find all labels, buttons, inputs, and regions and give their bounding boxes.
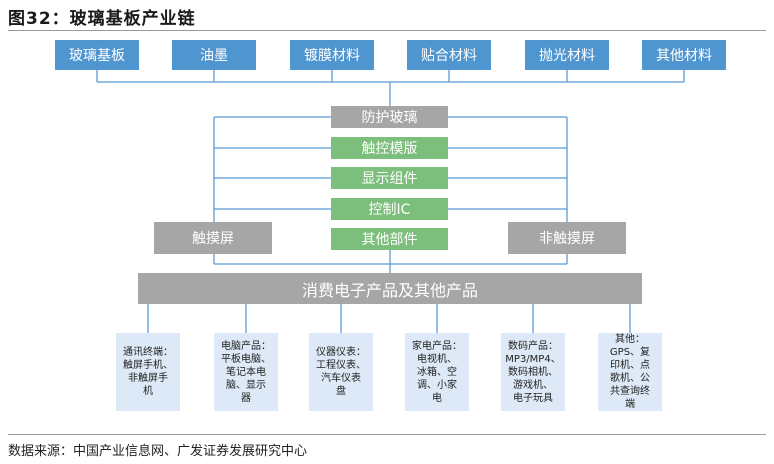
source-divider [8, 434, 766, 435]
product-computer: 电脑产品： 平板电脑、 笔记本电 脑、显示 器 [214, 333, 278, 411]
component-other-parts: 其他部件 [331, 228, 448, 250]
product-digital: 数码产品： MP3/MP4、 数码相机、 游戏机、 电子玩具 [501, 333, 565, 411]
material-bonding: 贴合材料 [407, 40, 491, 70]
title-divider [8, 30, 766, 31]
product-communication: 通讯终端： 触屏手机、 非触屏手 机 [116, 333, 180, 411]
component-protective-glass: 防护玻璃 [331, 106, 448, 128]
product-instruments: 仪器仪表： 工程仪表、 汽车仪表 盘 [309, 333, 373, 411]
material-polishing: 抛光材料 [525, 40, 609, 70]
component-touch-module: 触控模版 [331, 137, 448, 159]
material-coating: 镀膜材料 [290, 40, 374, 70]
component-control-ic: 控制IC [331, 198, 448, 220]
component-display: 显示组件 [331, 167, 448, 189]
product-other: 其他： GPS、复 印机、点 歌机、公 共查询终 端 [598, 333, 662, 411]
figure-source: 数据来源：中国产业信息网、广发证券发展研究中心 [8, 444, 308, 459]
touch-screen: 触摸屏 [154, 222, 272, 254]
product-appliances: 家电产品： 电视机、 冰箱、空 调、小家 电 [405, 333, 469, 411]
material-ink: 油墨 [172, 40, 256, 70]
material-other: 其他材料 [642, 40, 726, 70]
non-touch-screen: 非触摸屏 [508, 222, 626, 254]
figure-title: 图32：玻璃基板产业链 [8, 9, 196, 29]
consumer-electronics-bar: 消费电子产品及其他产品 [138, 273, 642, 304]
material-glass-substrate: 玻璃基板 [55, 40, 139, 70]
